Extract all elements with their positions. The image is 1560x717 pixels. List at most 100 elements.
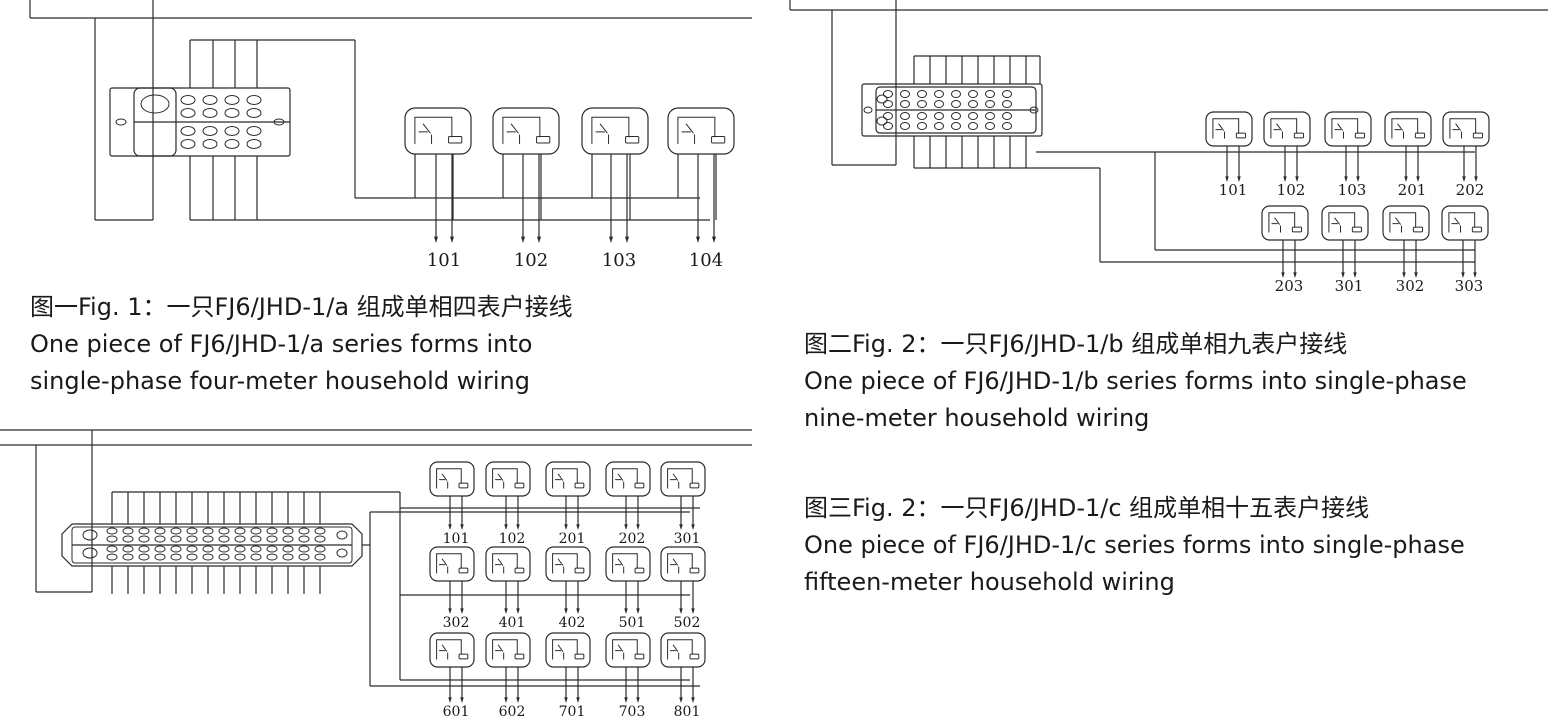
relay-frame xyxy=(677,116,716,144)
switch-contact xyxy=(1271,217,1281,225)
terminal-hole xyxy=(1002,112,1012,120)
meter-number-label: 301 xyxy=(1335,277,1364,295)
terminal-hole xyxy=(138,553,150,561)
arrow-head xyxy=(1414,272,1418,278)
switch-contact xyxy=(418,123,431,134)
terminal-hole xyxy=(224,108,240,118)
terminal-hole xyxy=(154,527,166,535)
meter-symbol xyxy=(545,546,591,582)
terminal-hole xyxy=(154,545,166,553)
meter-number-label: 203 xyxy=(1275,277,1304,295)
terminal-hole xyxy=(202,126,218,136)
arrow-head xyxy=(504,697,508,703)
meter-number-label: 501 xyxy=(619,615,646,631)
terminal-hole xyxy=(314,527,326,535)
arrow-head xyxy=(450,236,454,243)
meter-symbol xyxy=(1441,205,1489,241)
figure-2-caption-english-1: One piece of FJ6/JHD-1/b series forms in… xyxy=(804,367,1467,395)
relay-frame xyxy=(436,639,462,660)
meter-number-label: 602 xyxy=(499,704,526,717)
meter-number-label: 102 xyxy=(499,531,526,547)
terminal-hole xyxy=(246,126,262,136)
terminal-hole xyxy=(900,122,910,130)
meter-box xyxy=(1442,111,1490,147)
terminal-hole xyxy=(266,527,278,535)
meter-box xyxy=(605,632,651,668)
meter-symbol xyxy=(429,632,475,668)
terminal-hole xyxy=(246,139,262,149)
terminal-hole xyxy=(170,527,182,535)
arrow-head xyxy=(1295,176,1299,182)
switch-contact xyxy=(681,123,694,134)
relay-frame xyxy=(502,116,541,144)
terminal-hole xyxy=(876,94,888,104)
terminal-hole xyxy=(218,535,230,543)
fuse-element xyxy=(1472,132,1484,139)
arrow-head xyxy=(624,524,628,530)
terminal-hole xyxy=(106,545,118,553)
arrow-head xyxy=(537,236,541,243)
switch-contact xyxy=(439,558,448,566)
arrow-head xyxy=(504,608,508,614)
relay-frame xyxy=(1328,212,1356,233)
terminal-hole xyxy=(883,90,893,98)
arrow-head xyxy=(448,697,452,703)
terminal-hole xyxy=(82,547,98,559)
arrow-head xyxy=(516,697,520,703)
terminal-hole xyxy=(900,112,910,120)
terminal-hole xyxy=(186,545,198,553)
meter-symbol xyxy=(485,632,531,668)
arrow-head xyxy=(576,697,580,703)
arrow-head xyxy=(1341,272,1345,278)
meter-symbol xyxy=(1324,111,1372,147)
switch-contact xyxy=(1452,123,1462,131)
meter-symbol xyxy=(429,461,475,497)
meter-symbol xyxy=(1263,111,1311,147)
fuse-element xyxy=(634,653,645,660)
fuse-element xyxy=(1291,226,1303,233)
arrow-head xyxy=(1237,176,1241,182)
terminal-hole xyxy=(266,535,278,543)
relay-frame xyxy=(612,553,638,574)
relay-frame xyxy=(1268,212,1296,233)
arrow-head xyxy=(504,524,508,530)
arrow-head xyxy=(679,524,683,530)
arrow-head xyxy=(636,697,640,703)
terminal-hole xyxy=(138,535,150,543)
fuse-element xyxy=(689,653,700,660)
fuse-element xyxy=(1293,132,1305,139)
relay-frame xyxy=(414,116,453,144)
switch-contact xyxy=(495,644,504,652)
meter-box xyxy=(429,546,475,582)
figure-2-caption-title: 图二Fig. 2：一只FJ6/JHD-1/b 组成单相九表户接线 xyxy=(804,330,1348,358)
switch-contact xyxy=(595,123,608,134)
terminal-hole xyxy=(336,548,348,558)
terminal-hole xyxy=(234,553,246,561)
arrow-head xyxy=(576,524,580,530)
arrow-head xyxy=(636,608,640,614)
meter-box xyxy=(545,546,591,582)
switch-contact xyxy=(1331,217,1341,225)
terminal-hole xyxy=(985,100,995,108)
meter-box xyxy=(1441,205,1489,241)
terminal-hole xyxy=(115,118,127,126)
terminal-hole xyxy=(218,527,230,535)
terminal-hole xyxy=(883,112,893,120)
relay-frame xyxy=(492,553,518,574)
meter-box xyxy=(605,461,651,497)
relay-frame xyxy=(492,639,518,660)
terminal-hole xyxy=(202,527,214,535)
meter-box xyxy=(485,461,531,497)
terminal-hole xyxy=(298,535,310,543)
arrow-head xyxy=(1404,176,1408,182)
arrow-head xyxy=(434,236,438,243)
meter-box xyxy=(485,632,531,668)
arrow-head xyxy=(448,524,452,530)
meter-number-label: 202 xyxy=(619,531,646,547)
terminal-hole xyxy=(968,122,978,130)
terminal-hole xyxy=(122,535,134,543)
switch-contact xyxy=(1392,217,1402,225)
arrow-head xyxy=(1283,176,1287,182)
